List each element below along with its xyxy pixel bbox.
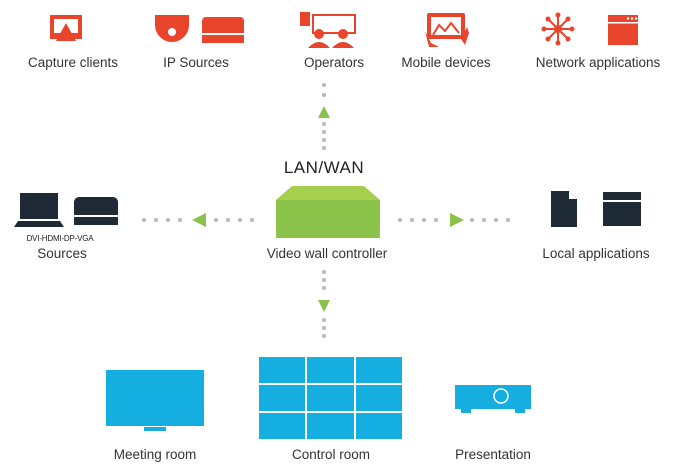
mobile-devices-label: Mobile devices xyxy=(401,55,491,70)
projector-icon xyxy=(455,385,531,413)
app-window-icon xyxy=(608,15,638,45)
operators-workstation-icon xyxy=(300,12,356,48)
left-connector xyxy=(142,213,254,227)
control-room-label: Control room xyxy=(291,447,371,462)
right-connector xyxy=(398,213,510,227)
meeting-room-display-icon xyxy=(106,370,204,431)
local-app-window-icon xyxy=(603,192,641,226)
up-arrow-icon xyxy=(318,106,330,118)
video-wall-controller-icon xyxy=(276,186,380,238)
laptop-icon xyxy=(14,193,64,227)
video-wall-controller-label: Video wall controller xyxy=(266,246,388,261)
airplay-screen-icon xyxy=(50,15,82,41)
document-icon xyxy=(551,191,577,227)
sources-label: Sources xyxy=(37,246,87,261)
tablet-touch-icon xyxy=(425,13,469,47)
control-room-video-wall-icon xyxy=(259,357,402,439)
meeting-room-label: Meeting room xyxy=(113,447,197,462)
presentation-label: Presentation xyxy=(455,447,531,462)
bottom-connector xyxy=(318,270,330,338)
top-connector xyxy=(318,83,330,150)
ports-label: DVI-HDMI-DP-VGA xyxy=(26,234,94,243)
ip-sources-label: IP Sources xyxy=(163,55,229,70)
source-box-icon xyxy=(74,197,118,225)
down-arrow-icon xyxy=(318,300,330,312)
left-arrow-icon xyxy=(192,213,206,227)
operators-label: Operators xyxy=(303,55,365,70)
right-arrow-icon xyxy=(450,213,464,227)
ip-camera-icon xyxy=(155,15,189,42)
encoder-box-icon xyxy=(202,17,244,43)
network-hub-icon xyxy=(541,12,575,46)
capture-clients-label: Capture clients xyxy=(27,55,119,70)
network-applications-label: Network applications xyxy=(535,55,661,70)
local-applications-label: Local applications xyxy=(542,246,650,261)
lan-wan-label: LAN/WAN xyxy=(283,158,365,177)
